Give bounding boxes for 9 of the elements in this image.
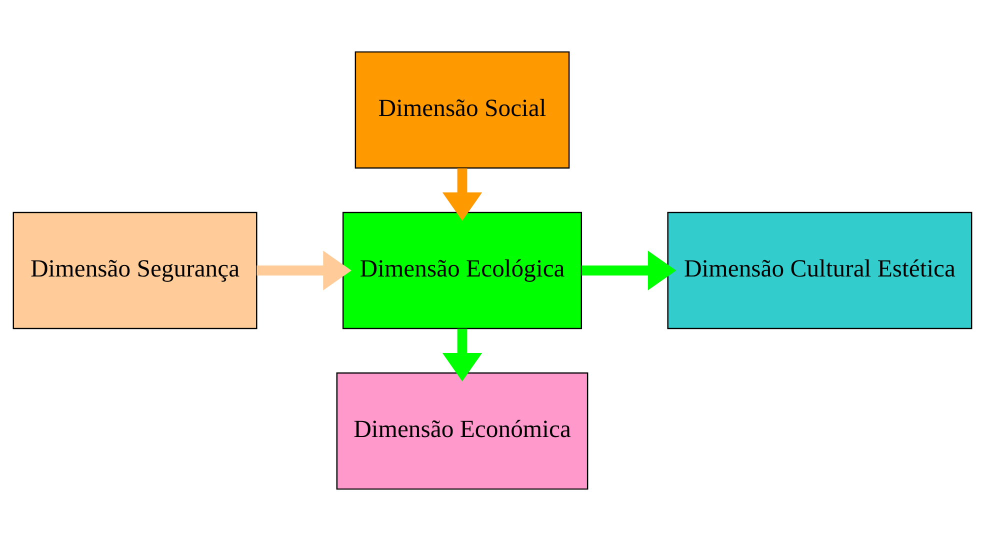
arrow <box>256 250 352 290</box>
node-box: Dimensão Segurança <box>12 212 258 330</box>
arrow <box>582 250 676 290</box>
node-box: Dimensão Ecológica <box>342 212 582 330</box>
arrow <box>442 328 482 382</box>
node-box: Dimensão Social <box>354 51 570 169</box>
node-box: Dimensão Económica <box>336 372 588 490</box>
arrow <box>442 168 482 221</box>
node-box: Dimensão Cultural Estética <box>667 212 972 330</box>
